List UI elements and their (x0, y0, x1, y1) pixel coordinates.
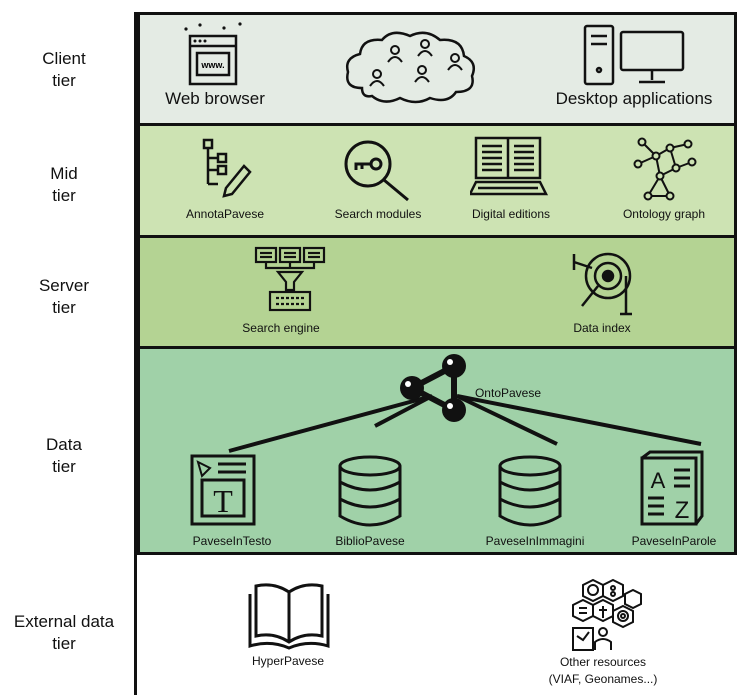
digital-editions-label: Digital editions (471, 207, 551, 221)
ontology-graph-label: Ontology graph (622, 207, 706, 221)
paveseinimmagini-label: PaveseInImmagini (485, 534, 585, 548)
text-glyph: T (213, 483, 233, 519)
band-server (137, 235, 737, 349)
database-icon (334, 454, 406, 530)
ontology-graph-icon (630, 134, 700, 204)
other-resources-detail: (VIAF, Geonames...) (548, 672, 658, 686)
desktop-computer-icon (575, 22, 690, 90)
search-modules-label: Search modules (334, 207, 422, 221)
hyperpavese-label: HyperPavese (251, 654, 325, 668)
data-index-label: Data index (573, 321, 631, 335)
ontopavese-hub-icon (398, 352, 478, 424)
bibliopavese-label: BiblioPavese (335, 534, 405, 548)
search-engine-label: Search engine (242, 321, 320, 335)
browser-url-text: www. (200, 60, 224, 70)
other-resources-label: Other resources (559, 655, 647, 669)
letter-a-glyph: A (651, 468, 666, 493)
search-engine-icon (252, 244, 328, 318)
paveseintesto-label: PaveseInTesto (192, 534, 272, 548)
annotapavese-label: AnnotaPavese (185, 207, 265, 221)
tier-label-client: Client tier (42, 49, 86, 90)
tier-label-server: Server tier (38, 276, 90, 317)
dictionary-icon: A Z (636, 450, 706, 530)
data-index-icon (568, 244, 638, 318)
tier-label-mid: Mid tier (50, 164, 78, 205)
database-icon (494, 454, 566, 530)
paveseinparole-label: PaveseInParole (631, 534, 717, 548)
digital-editions-icon (470, 134, 550, 202)
search-key-icon (340, 136, 420, 202)
web-browser-icon: www. (180, 20, 250, 88)
text-document-icon: T (188, 452, 258, 528)
annotation-tree-icon (196, 136, 256, 198)
open-book-icon (248, 580, 330, 650)
letter-z-glyph: Z (675, 497, 690, 524)
tier-axis (134, 12, 137, 695)
band-data (137, 346, 737, 555)
user-cloud-icon (340, 28, 480, 106)
tier-label-data: Data tier (46, 435, 82, 476)
desktop-applications-label: Desktop applications (555, 89, 713, 108)
tier-label-external: External data tier (13, 612, 115, 653)
web-browser-label: Web browser (165, 89, 265, 108)
other-resources-icon (565, 578, 643, 652)
data-connections (137, 346, 737, 466)
ontopavese-label: OntoPavese (474, 386, 542, 400)
